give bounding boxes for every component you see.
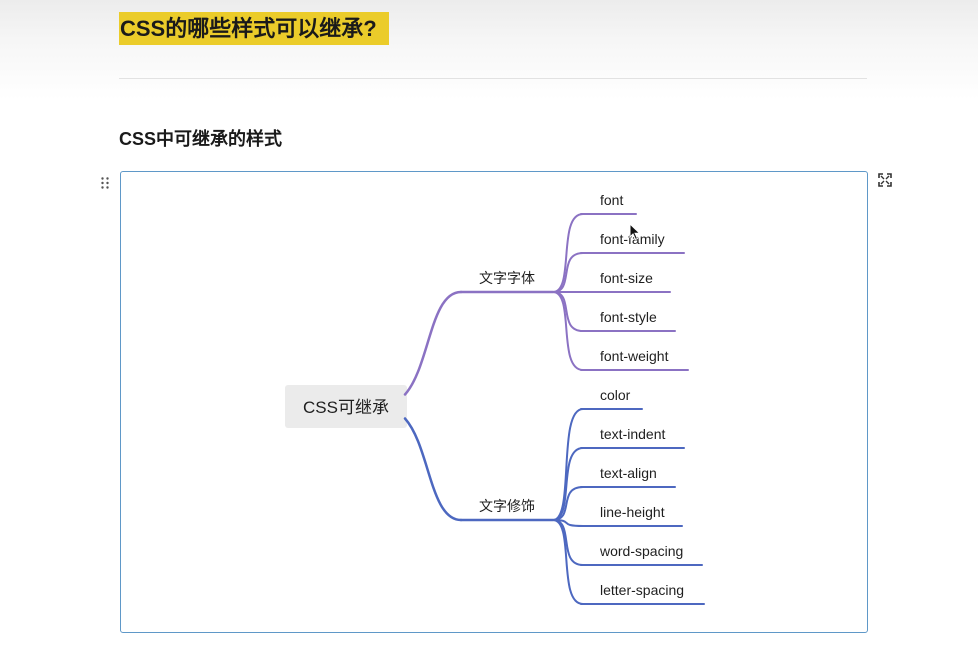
child-node-label[interactable]: word-spacing xyxy=(599,543,683,559)
child-connector xyxy=(552,486,584,521)
child-node-label[interactable]: text-indent xyxy=(600,426,665,442)
child-node-label[interactable]: font-family xyxy=(600,231,665,247)
root-node-label: CSS可继承 xyxy=(303,398,389,417)
branch-node-label[interactable]: 文字字体 xyxy=(479,270,535,286)
child-connector xyxy=(552,408,584,521)
child-node-label[interactable]: font xyxy=(600,192,623,208)
child-connector xyxy=(552,519,584,605)
child-node-label[interactable]: color xyxy=(600,387,631,403)
branch-node-label[interactable]: 文字修饰 xyxy=(479,498,535,514)
page-title: CSS的哪些样式可以继承? xyxy=(119,12,389,45)
child-connector xyxy=(552,252,584,293)
branch-connector xyxy=(403,417,463,522)
expand-icon[interactable] xyxy=(877,172,893,188)
child-node-label[interactable]: text-align xyxy=(600,465,657,481)
branch-connector xyxy=(403,290,463,396)
child-node-label[interactable]: font-size xyxy=(600,270,653,286)
child-node-label[interactable]: line-height xyxy=(600,504,665,520)
mindmap-card[interactable]: CSS可继承 文字字体 font font-family font-size font-s… xyxy=(120,171,868,633)
section-heading: CSS中可继承的样式 xyxy=(119,129,283,149)
title-divider xyxy=(119,78,867,79)
mindmap-diagram: CSS可继承 文字字体 font font-family font-size font-s… xyxy=(285,192,705,605)
child-node-label[interactable]: letter-spacing xyxy=(600,582,684,598)
child-node-label[interactable]: font-style xyxy=(600,309,657,325)
child-connector xyxy=(552,291,584,332)
child-node-label[interactable]: font-weight xyxy=(600,348,669,364)
child-connector xyxy=(552,447,584,521)
child-connector xyxy=(552,291,584,371)
root-node[interactable] xyxy=(285,385,407,428)
drag-dots-icon[interactable] xyxy=(100,176,110,190)
child-connector xyxy=(552,213,584,293)
